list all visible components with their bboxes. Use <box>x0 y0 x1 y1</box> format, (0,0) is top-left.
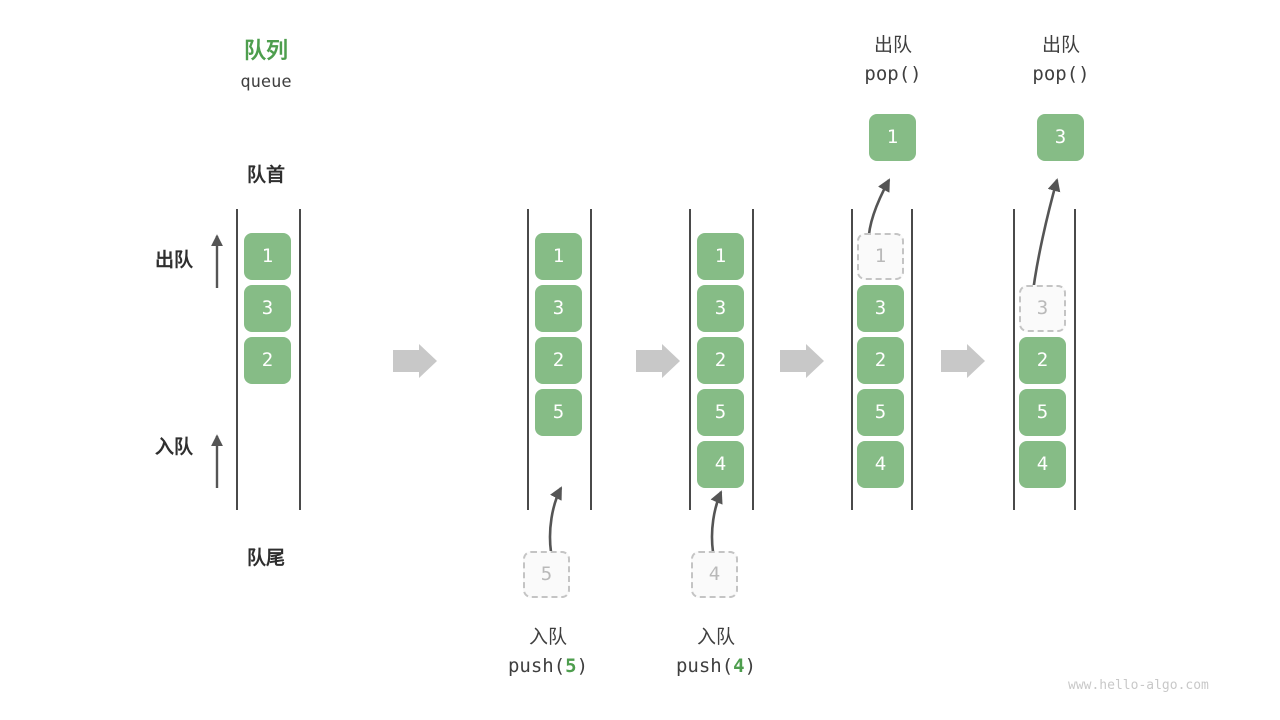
op-code-arg: 5 <box>565 655 577 677</box>
queue-cell[interactable]: 5 <box>857 389 904 436</box>
queue-cell[interactable]: 2 <box>1019 337 1066 384</box>
queue-cell[interactable]: 2 <box>535 337 582 384</box>
queue-cell-removed: 1 <box>857 233 904 280</box>
transition-arrow-2 <box>636 344 680 378</box>
popped-cell[interactable]: 1 <box>869 114 916 161</box>
rail-left <box>527 209 529 510</box>
queue-cell-new[interactable]: 4 <box>697 441 744 488</box>
queue-cell[interactable]: 1 <box>244 233 291 280</box>
page-title: 队列 <box>243 38 288 63</box>
op-code-prefix: pop( <box>864 63 911 85</box>
queue-cell-removed: 3 <box>1019 285 1066 332</box>
operation-label-cn: 入队 <box>696 627 735 648</box>
op-code-suffix: ) <box>576 655 589 677</box>
operation-code: push(4) <box>641 655 791 677</box>
rail-left <box>689 209 691 510</box>
op-code-prefix: push( <box>507 655 566 677</box>
queue-cell[interactable]: 3 <box>697 285 744 332</box>
rail-right <box>911 209 913 510</box>
queue-cell[interactable]: 5 <box>697 389 744 436</box>
operation-label-cn: 出队 <box>873 35 912 56</box>
transition-arrow-3 <box>780 344 824 378</box>
queue-cell[interactable]: 2 <box>857 337 904 384</box>
queue-cell[interactable]: 5 <box>1019 389 1066 436</box>
op-code-arg: 4 <box>733 655 745 677</box>
queue-cell-new[interactable]: 5 <box>535 389 582 436</box>
queue-rear-label: 队尾 <box>246 548 285 569</box>
rail-left <box>1013 209 1015 510</box>
queue-front-label: 队首 <box>246 165 285 186</box>
page-subtitle: queue <box>240 72 292 92</box>
push-5-arrow <box>548 486 563 553</box>
op-code-suffix: ) <box>1078 63 1090 85</box>
op-code-suffix: ) <box>744 655 757 677</box>
op-code-prefix: push( <box>675 655 734 677</box>
operation-code: pop() <box>986 63 1136 85</box>
queue-cell[interactable]: 4 <box>1019 441 1066 488</box>
pop-3-arrow <box>1030 178 1061 301</box>
rail-right <box>1074 209 1076 510</box>
queue-cell[interactable]: 2 <box>244 337 291 384</box>
push-4-arrow <box>710 490 723 553</box>
operation-code: push(5) <box>473 655 623 677</box>
watermark: www.hello-algo.com <box>1068 678 1209 693</box>
rail-left <box>851 209 853 510</box>
rail-left <box>236 209 238 510</box>
transition-arrow-4 <box>941 344 985 378</box>
enqueue-direction-label: 入队 <box>154 437 193 458</box>
op-code-suffix: ) <box>910 63 922 85</box>
queue-cell[interactable]: 4 <box>857 441 904 488</box>
operation-label-cn: 出队 <box>1041 35 1080 56</box>
rail-right <box>752 209 754 510</box>
operation-code: pop() <box>818 63 968 85</box>
op-code-prefix: pop( <box>1032 63 1079 85</box>
incoming-ghost-cell: 5 <box>523 551 570 598</box>
rail-right <box>299 209 301 510</box>
transition-arrow-1 <box>393 344 437 378</box>
dequeue-direction-label: 出队 <box>154 250 193 271</box>
popped-cell[interactable]: 3 <box>1037 114 1084 161</box>
queue-cell[interactable]: 3 <box>535 285 582 332</box>
queue-cell[interactable]: 1 <box>697 233 744 280</box>
rail-right <box>590 209 592 510</box>
queue-cell[interactable]: 1 <box>535 233 582 280</box>
queue-cell[interactable]: 2 <box>697 337 744 384</box>
queue-cell[interactable]: 3 <box>857 285 904 332</box>
incoming-ghost-cell: 4 <box>691 551 738 598</box>
queue-cell[interactable]: 3 <box>244 285 291 332</box>
operation-label-cn: 入队 <box>528 627 567 648</box>
